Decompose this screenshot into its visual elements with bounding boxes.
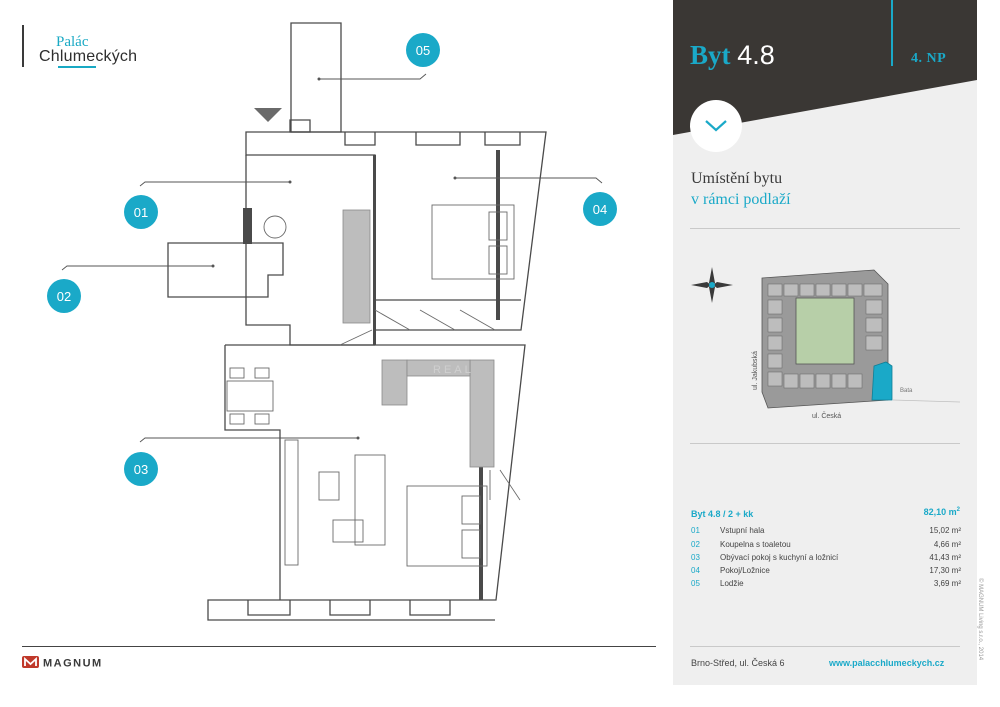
room-row: 02 Koupelna s toaletou 4,66 m² xyxy=(691,540,961,553)
unit-summary-area-value: 82,10 m xyxy=(923,507,957,517)
room-row: 01 Vstupní hala 15,02 m² xyxy=(691,526,961,539)
divider-middle xyxy=(690,443,960,444)
room-name: Lodžie xyxy=(720,579,744,588)
brand-name-line1: Palác xyxy=(56,34,89,50)
footer-divider xyxy=(22,646,656,647)
room-row: 03 Obývací pokoj s kuchyní a ložnicí 41,… xyxy=(691,553,961,566)
floor-plan xyxy=(61,22,603,621)
magnum-logo: MAGNUM xyxy=(22,655,126,674)
neighbor-label: Bata xyxy=(900,388,913,394)
info-panel-header xyxy=(673,0,977,135)
unit-title-prefix: Byt xyxy=(690,40,731,70)
room-area: 15,02 m² xyxy=(929,526,961,535)
copyright: © MAGNUM Living s.r.o., 2014 xyxy=(977,578,983,661)
room-name: Koupelna s toaletou xyxy=(720,540,791,549)
room-marker-05[interactable]: 05 xyxy=(406,33,440,67)
room-name: Obývací pokoj s kuchyní a ložnicí xyxy=(720,553,839,562)
expand-button[interactable] xyxy=(690,100,742,152)
brand-bar xyxy=(22,25,24,67)
unit-title: Byt 4.8 xyxy=(690,40,775,71)
lower-room-outline xyxy=(207,344,526,621)
location-heading: Umístění bytu xyxy=(691,170,783,187)
room-name: Pokoj/Ložnice xyxy=(720,566,770,575)
street-label-left: ul. Jakubská xyxy=(752,351,759,390)
room-name: Vstupní hala xyxy=(720,526,765,535)
room-area: 41,43 m² xyxy=(929,553,961,562)
compass-icon xyxy=(691,267,733,303)
room-row: 05 Lodžie 3,69 m² xyxy=(691,579,961,592)
room-area: 3,69 m² xyxy=(933,579,961,588)
watermark: REAL xyxy=(433,364,474,376)
unit-summary-area-unit: 2 xyxy=(956,507,960,513)
unit-summary-area: 82,10 m2 xyxy=(860,507,960,517)
divider-bottom xyxy=(690,646,960,647)
room-number: 02 xyxy=(691,540,700,549)
divider-top xyxy=(690,228,960,229)
website-link[interactable]: www.palacchlumeckych.cz xyxy=(829,658,945,668)
address: Brno-Střed, ul. Česká 6 xyxy=(691,658,785,668)
room-marker-02[interactable]: 02 xyxy=(47,279,81,313)
unit-title-number: 4.8 xyxy=(737,40,775,70)
unit-summary-name: Byt 4.8 / 2 + kk xyxy=(691,509,754,519)
chevron-down-icon xyxy=(705,120,727,132)
floor-label: 4. NP xyxy=(911,51,947,66)
room-marker-03[interactable]: 03 xyxy=(124,452,158,486)
brand-name-line2: Chlumeckých xyxy=(39,48,138,65)
room-area: 4,66 m² xyxy=(933,540,961,549)
building-minimap xyxy=(761,269,960,409)
magnum-logo-text: MAGNUM xyxy=(43,658,103,670)
street-label-bottom: ul. Česká xyxy=(812,413,842,420)
room-number: 03 xyxy=(691,553,700,562)
loggia-outline xyxy=(290,22,342,133)
room-row: 04 Pokoj/Ložnice 17,30 m² xyxy=(691,566,961,579)
floor-divider xyxy=(891,0,893,66)
room-area: 17,30 m² xyxy=(929,566,961,575)
room-number: 04 xyxy=(691,566,700,575)
location-subheading: v rámci podlaží xyxy=(691,191,791,208)
bathroom-outline xyxy=(167,242,284,298)
room-number: 05 xyxy=(691,579,700,588)
room-marker-04[interactable]: 04 xyxy=(583,192,617,226)
lower-room-left-wall xyxy=(224,345,281,600)
brand-underline xyxy=(58,66,96,68)
room-number: 01 xyxy=(691,526,700,535)
room-marker-01[interactable]: 01 xyxy=(124,195,158,229)
